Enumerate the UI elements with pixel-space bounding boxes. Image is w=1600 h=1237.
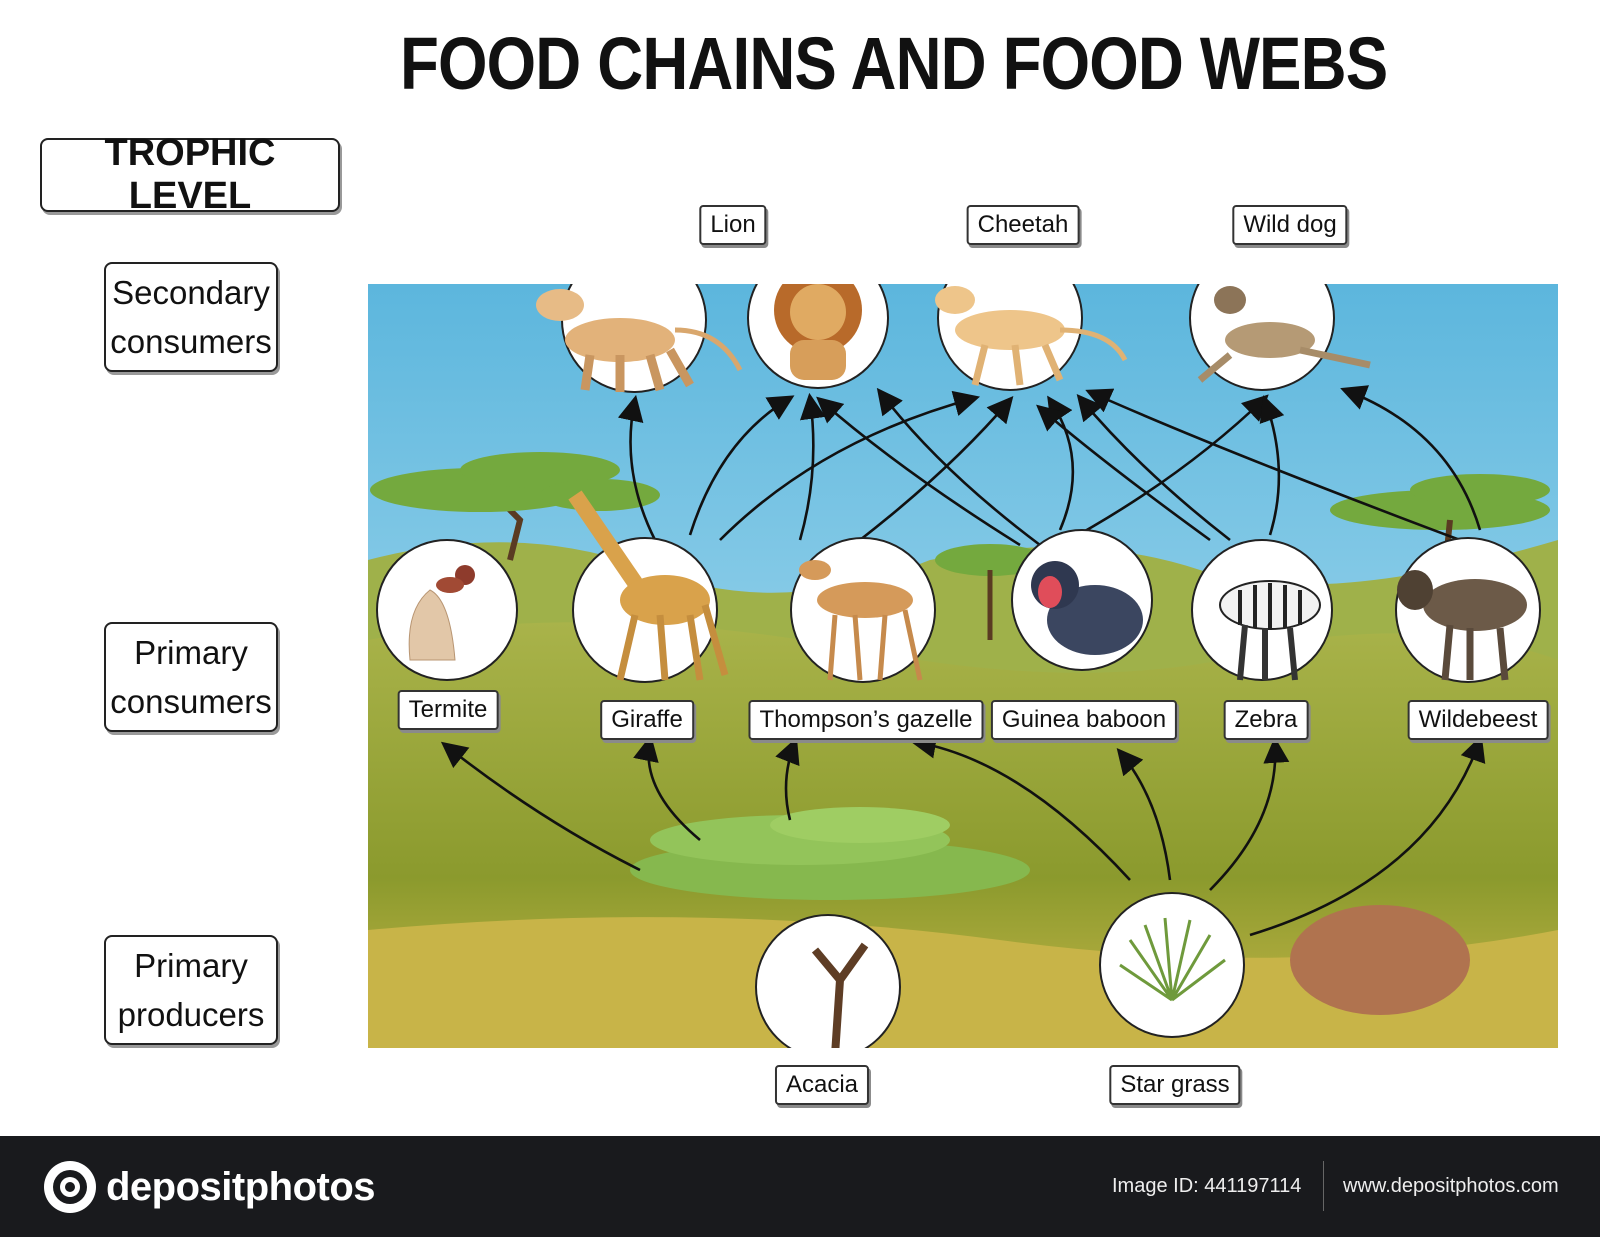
- level-primary-consumers: Primary consumers: [104, 622, 278, 732]
- trophic-level-header: TROPHIC LEVEL: [40, 132, 340, 217]
- site-link[interactable]: www.depositphotos.com: [1343, 1175, 1559, 1197]
- footer-bar: depositphotos Image ID: 441197114 www.de…: [0, 1136, 1600, 1237]
- camera-icon: [44, 1161, 96, 1213]
- brand-logo[interactable]: depositphotos: [42, 1154, 376, 1220]
- label-gazelle: Thompson’s gazelle: [748, 700, 984, 740]
- cheetah-icon: [935, 286, 1128, 386]
- baboon-circle: [1011, 529, 1153, 671]
- rock: [1290, 905, 1470, 1015]
- label-star-grass: Star grass: [1109, 1065, 1241, 1105]
- acacia-icon: [811, 942, 869, 1048]
- label-wild-dog: Wild dog: [1232, 205, 1348, 245]
- label-zebra: Zebra: [1223, 700, 1309, 740]
- wildebeest-icon: [1397, 570, 1527, 681]
- giraffe-circle: [568, 490, 729, 683]
- star-grass-icon: [1119, 917, 1226, 1002]
- label-wildebeest: Wildebeest: [1407, 700, 1549, 740]
- termite-circle: [376, 539, 518, 681]
- baboon-icon: [1031, 561, 1143, 655]
- giraffe-icon: [568, 490, 729, 681]
- level-secondary-consumers: Secondary consumers: [104, 262, 278, 372]
- brand-name: depositphotos: [106, 1164, 376, 1209]
- tree-left: [370, 452, 660, 561]
- zebra-icon: [1219, 580, 1321, 681]
- savanna-scene: [368, 284, 1558, 1048]
- label-lion: Lion: [699, 205, 767, 245]
- cheetah-circle: [935, 284, 1128, 391]
- zebra-circle: [1191, 539, 1333, 681]
- lioness-circle: [536, 284, 743, 393]
- star-grass-circle: [1099, 892, 1245, 1038]
- arrows-producers: [440, 732, 1486, 937]
- gazelle-icon: [799, 560, 923, 681]
- lion-icon: [774, 284, 862, 380]
- label-giraffe: Giraffe: [600, 700, 694, 740]
- label-acacia: Acacia: [774, 1065, 870, 1105]
- acacia-circle: [755, 914, 901, 1048]
- label-guinea-baboon: Guinea baboon: [990, 700, 1178, 740]
- arrows-consumers: [617, 385, 1482, 547]
- tree-foreground: [630, 807, 1030, 900]
- tree-mid: [935, 544, 1045, 640]
- label-termite: Termite: [397, 690, 499, 730]
- lioness-icon: [536, 289, 743, 392]
- label-cheetah: Cheetah: [966, 205, 1080, 245]
- gazelle-circle: [790, 537, 936, 683]
- wild-dog-circle: [1189, 284, 1371, 391]
- lion-circle: [747, 284, 889, 389]
- foreground: [368, 917, 1558, 1048]
- wild-dog-icon: [1197, 286, 1371, 383]
- footer-divider: [1323, 1161, 1324, 1211]
- termite-icon: [408, 565, 475, 661]
- level-primary-producers: Primary producers: [104, 935, 278, 1045]
- image-id: Image ID: 441197114: [1112, 1175, 1302, 1197]
- page-title: FOOD CHAINS AND FOOD WEBS: [400, 22, 1388, 105]
- wildebeest-circle: [1395, 537, 1541, 683]
